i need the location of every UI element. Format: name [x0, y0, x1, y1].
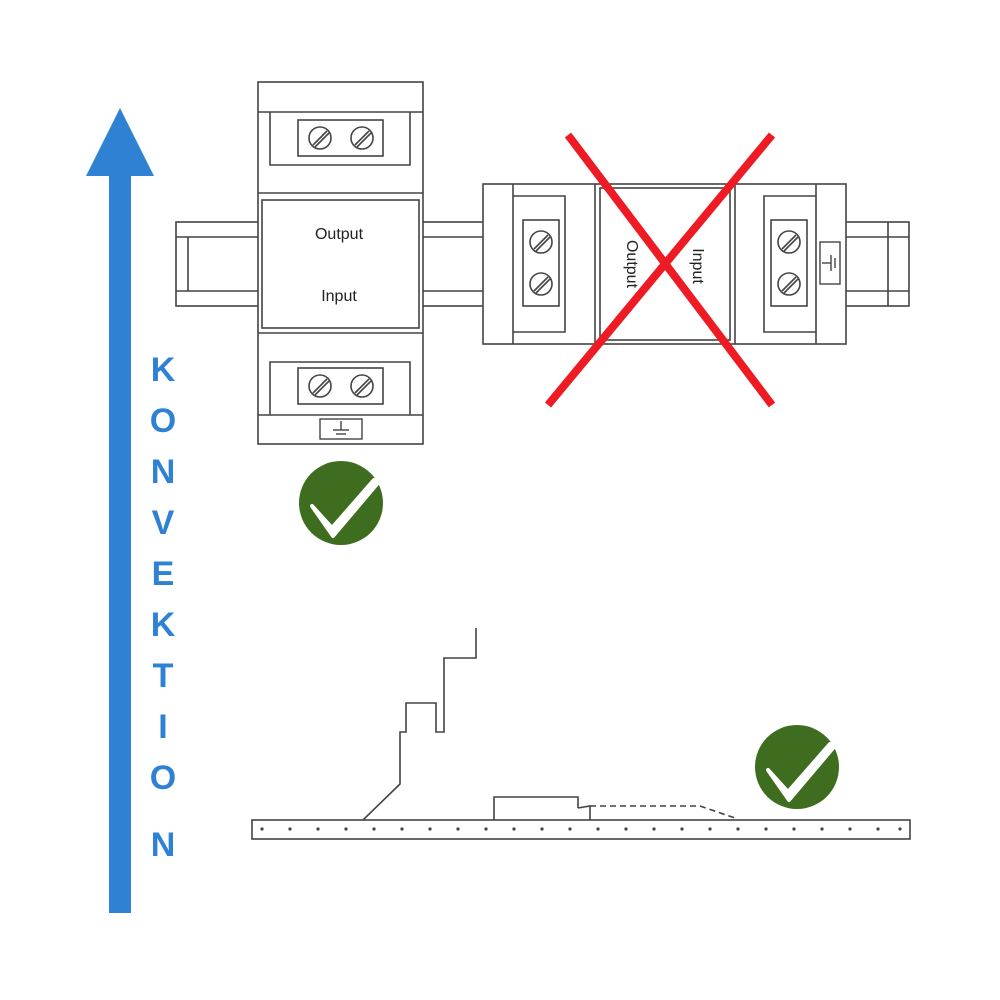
convection-letter: V: [152, 504, 175, 542]
convection-arrow: [86, 108, 154, 913]
ground-symbol-icon: [319, 418, 363, 440]
screw-terminal-icon: [529, 230, 801, 296]
convection-letter: O: [150, 759, 176, 797]
module-horizontal-output-label: Output: [623, 240, 640, 289]
convection-letter: I: [158, 708, 167, 746]
screw-terminal-icon: [308, 126, 374, 398]
convection-letter: K: [151, 606, 176, 644]
convection-label: K O N V E K T I O N: [150, 351, 176, 864]
convection-letter: E: [152, 555, 175, 593]
module-vertical-input-label: Input: [321, 288, 357, 305]
convection-letter: N: [151, 453, 176, 491]
module-side-view: [362, 628, 736, 821]
checkmark-icon: [755, 725, 839, 809]
convection-letter: T: [153, 657, 174, 695]
module-vertical: [257, 81, 424, 445]
checkmark-icon: [299, 461, 383, 545]
module-vertical-output-label: Output: [315, 226, 364, 243]
cross-icon: [544, 132, 776, 408]
convection-letter: K: [151, 351, 176, 389]
module-horizontal-input-label: Input: [689, 248, 706, 284]
din-rail-side: [251, 819, 911, 840]
convection-letter: O: [150, 402, 176, 440]
convection-letter: N: [151, 826, 176, 864]
ground-symbol-icon: [819, 241, 841, 285]
